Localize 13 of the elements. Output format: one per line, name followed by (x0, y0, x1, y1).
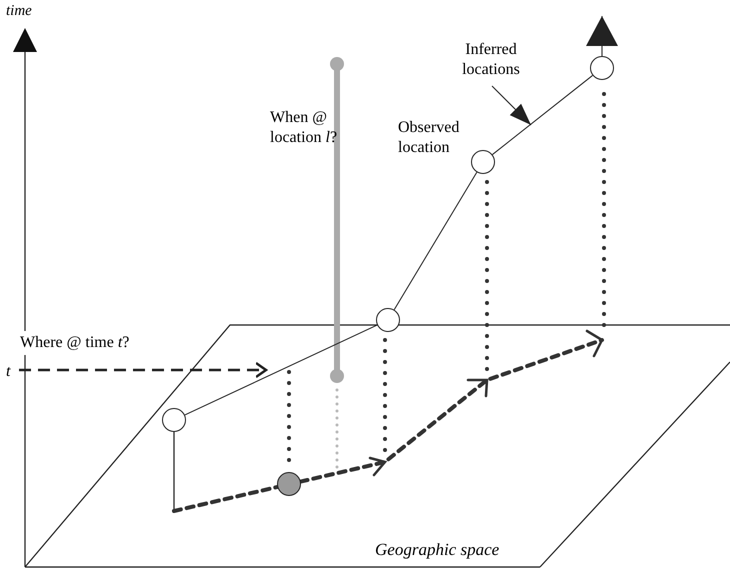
text-label: Inferred locations (448, 40, 534, 80)
text-label: t (6, 360, 18, 384)
edge-label: Where @ time t? (20, 331, 130, 355)
connector-line (19, 362, 268, 378)
connector-line (586, 16, 618, 56)
connector-line (394, 172, 478, 310)
plane-label: Geographic space (375, 539, 500, 561)
connector-line (492, 74, 594, 156)
connector-line (184, 324, 378, 416)
axis-label: time (6, 2, 33, 21)
question-label: When @ location l? (270, 108, 338, 148)
node-caption: Observed location (398, 118, 460, 158)
leader-arrow (492, 86, 532, 126)
